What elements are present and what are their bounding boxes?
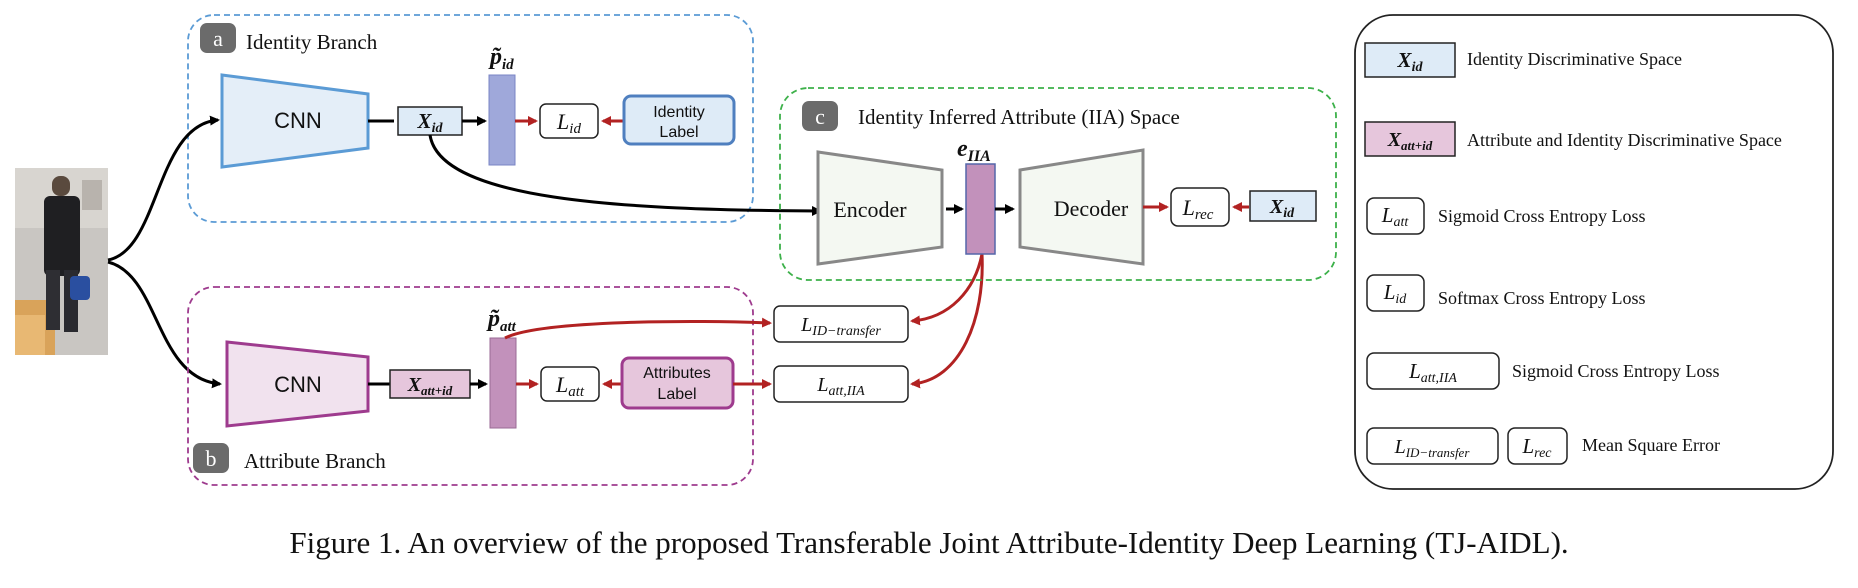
identity-prob-symbol: p̃id — [488, 44, 514, 73]
identity-feature-symbol: Xid — [417, 109, 444, 136]
legend-item-xid: Xid Identity Discriminative Space — [1364, 42, 1682, 78]
legend-symbol-lrec: Lrec — [1521, 434, 1552, 461]
legend-symbol-lattiia: Latt,IIA — [1408, 359, 1457, 386]
legend-symbol-latt: Latt — [1381, 203, 1410, 230]
encoder-block — [816, 150, 944, 266]
legend-symbol-lidtransfer: LID−transfer — [1394, 436, 1471, 460]
legend-text-lid: Softmax Cross Entropy Loss — [1438, 288, 1646, 308]
badge-a — [200, 23, 236, 53]
identity-to-encoder-arrow — [428, 134, 822, 216]
legend-item-xattid: Xatt+id Attribute and Identity Discrimin… — [1364, 121, 1782, 157]
legend-item-latt: Latt Sigmoid Cross Entropy Loss — [1366, 197, 1646, 235]
legend-item-lid: Lid Softmax Cross Entropy Loss — [1366, 274, 1646, 312]
prob-to-transfer-arrow — [504, 317, 772, 340]
badge-a-letter: a — [213, 26, 223, 51]
rec-loss-box — [1170, 187, 1230, 227]
att-iia-loss-symbol: Latt,IIA — [816, 374, 865, 399]
attribute-cnn-label: CNN — [274, 372, 322, 397]
rec-target-box — [1249, 190, 1317, 222]
legend-symbol-xid: Xid — [1397, 48, 1424, 75]
iia-embedding-vector — [965, 163, 996, 255]
identity-loss-symbol: Lid — [556, 109, 581, 137]
rec-loss-symbol: Lrec — [1182, 195, 1214, 223]
attribute-label-line1: Attributes — [643, 365, 711, 382]
legend-text-xattid: Attribute and Identity Discriminative Sp… — [1467, 130, 1782, 150]
encoder-label: Encoder — [833, 197, 907, 222]
legend-text-xid: Identity Discriminative Space — [1467, 49, 1682, 69]
legend-symbol-xattid: Xatt+id — [1387, 129, 1433, 153]
legend-text-lattiia: Sigmoid Cross Entropy Loss — [1512, 361, 1720, 381]
input-to-attribute-arrow — [107, 260, 222, 389]
figure-caption: Figure 1. An overview of the proposed Tr… — [289, 525, 1569, 560]
attribute-prob-symbol: p̃att — [486, 306, 517, 335]
eiia-to-transfer-arrow — [910, 253, 984, 326]
identity-label-box — [622, 94, 736, 146]
attribute-loss-symbol: Latt — [555, 372, 585, 400]
eiia-to-iia-loss-arrow — [910, 253, 984, 389]
iia-embedding-symbol: eIIA — [957, 136, 991, 165]
id-transfer-loss-symbol: LID−transfer — [800, 314, 881, 339]
identity-loss-box — [539, 103, 599, 139]
badge-c — [802, 101, 838, 131]
attribute-prob-vector — [489, 337, 517, 429]
badge-b-letter: b — [206, 446, 217, 471]
legend-symbol-lid: Lid — [1383, 280, 1408, 307]
identity-branch-frame — [187, 14, 754, 223]
badge-b — [193, 443, 229, 473]
legend-item-mse: LID−transfer Lrec Mean Square Error — [1366, 427, 1720, 465]
legend-panel — [1354, 14, 1834, 490]
identity-label-line1: Identity — [653, 104, 705, 121]
attribute-label-line2: Label — [657, 386, 696, 403]
rec-target-symbol: Xid — [1269, 196, 1295, 221]
attribute-loss-box — [540, 366, 600, 402]
badge-c-letter: c — [815, 104, 825, 129]
identity-cnn-label: CNN — [274, 108, 322, 133]
identity-branch-title: Identity Branch — [246, 30, 378, 54]
attribute-feature-box — [389, 369, 471, 399]
identity-label-line2: Label — [659, 124, 698, 141]
input-to-identity-arrow — [107, 115, 220, 262]
id-transfer-loss-box — [773, 305, 909, 343]
iia-space-frame — [779, 87, 1337, 281]
decoder-block — [1018, 148, 1145, 266]
identity-cnn — [220, 73, 370, 169]
legend-text-mse: Mean Square Error — [1582, 435, 1720, 455]
att-iia-loss-box — [773, 365, 909, 403]
input-person-image — [15, 168, 108, 355]
attribute-feature-symbol: Xatt+id — [407, 374, 453, 398]
legend-item-lattiia: Latt,IIA Sigmoid Cross Entropy Loss — [1366, 352, 1720, 390]
iia-space-title: Identity Inferred Attribute (IIA) Space — [858, 105, 1180, 129]
legend-text-latt: Sigmoid Cross Entropy Loss — [1438, 206, 1646, 226]
decoder-label: Decoder — [1054, 196, 1129, 221]
attribute-branch-title: Attribute Branch — [244, 449, 386, 473]
attribute-cnn — [225, 340, 370, 428]
identity-prob-vector — [488, 74, 516, 166]
